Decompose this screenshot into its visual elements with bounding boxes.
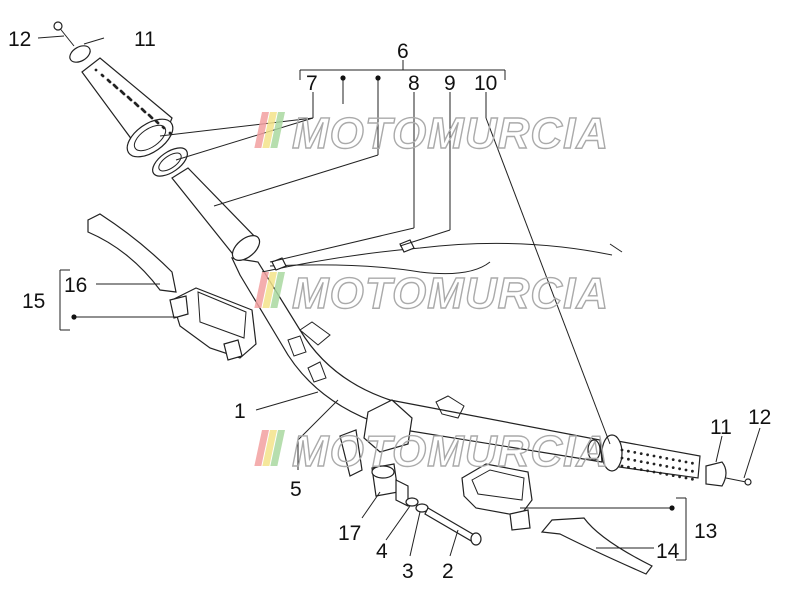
- right-switch-housing: [339, 399, 413, 507]
- left-master-cylinder: [169, 287, 257, 361]
- label-5: 5: [290, 478, 302, 501]
- watermark-bottom: MOTOMURCIA: [254, 426, 609, 477]
- part-numbers: 12 11 6 7 8 9 10 16 15 1 5 17 4 3 2 11 1…: [8, 28, 771, 583]
- label-13: 13: [694, 520, 717, 543]
- watermark-middle: MOTOMURCIA: [254, 268, 609, 319]
- right-bar-end-weight: [705, 461, 727, 487]
- watermark-text: MOTOMURCIA: [292, 427, 609, 476]
- left-brake-lever: [87, 213, 177, 293]
- label-12-right: 12: [748, 406, 771, 429]
- label-14: 14: [656, 540, 680, 563]
- label-2: 2: [442, 560, 454, 583]
- washer-4: [405, 497, 419, 507]
- right-brake-lever: [540, 517, 653, 575]
- left-grip-ring: [152, 147, 188, 177]
- watermark-text: MOTOMURCIA: [292, 109, 609, 158]
- right-grip: [601, 434, 701, 481]
- label-11-top: 11: [134, 28, 156, 51]
- watermark-top: MOTOMURCIA: [254, 108, 609, 159]
- label-12-top: 12: [8, 28, 31, 51]
- label-15: 15: [22, 290, 45, 313]
- label-10: 10: [474, 72, 497, 95]
- watermark-text: MOTOMURCIA: [292, 269, 609, 318]
- label-3: 3: [402, 560, 414, 583]
- handlebar-tube: [230, 257, 603, 463]
- left-grip: [81, 57, 174, 158]
- label-6: 6: [397, 40, 409, 63]
- label-16: 16: [64, 274, 87, 297]
- label-17: 17: [338, 522, 361, 545]
- leader-lines: [37, 35, 761, 561]
- throttle-cable-a: [261, 242, 613, 273]
- label-8: 8: [408, 72, 420, 95]
- label-7: 7: [306, 72, 318, 95]
- label-11-right: 11: [710, 416, 732, 439]
- throttle-cable-b: [269, 261, 491, 275]
- label-4: 4: [376, 540, 388, 563]
- label-1: 1: [234, 400, 246, 423]
- label-9: 9: [444, 72, 456, 95]
- bolt-2: [424, 507, 477, 543]
- left-bar-end-cap: [69, 45, 91, 63]
